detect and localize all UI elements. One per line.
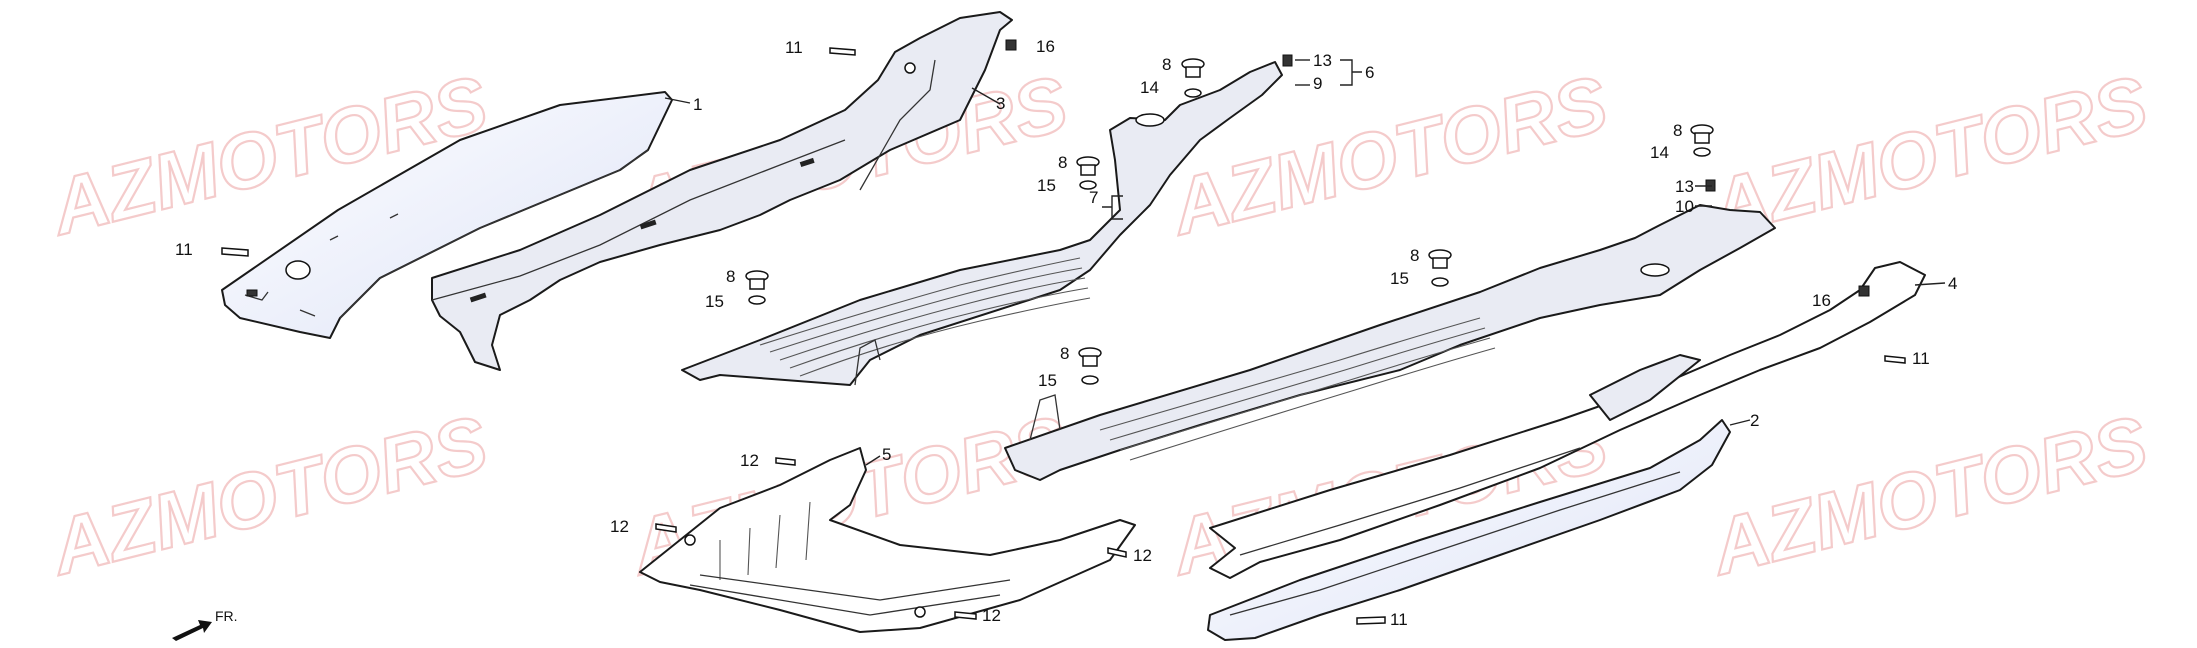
nut-icon: [1432, 257, 1448, 269]
callout-number: 14: [1140, 78, 1159, 97]
watermark-text: AZMOTORS: [1701, 398, 2156, 591]
callout-number: 15: [1037, 176, 1056, 195]
screw-icon: [1884, 355, 1906, 364]
screw-icon: [221, 247, 249, 257]
direction-label: FR.: [215, 608, 238, 624]
callout-number: 5: [882, 445, 891, 464]
callout-number: 15: [1038, 371, 1057, 390]
nut-icon: [1185, 66, 1201, 78]
clip-icon: [1005, 39, 1017, 51]
callout-number: 15: [1390, 269, 1409, 288]
callout-labels: 1 2 3 4 5 6 7 8 8 8 8 8 8 9 10 11 11 11 …: [175, 37, 1957, 629]
nut-icon: [1081, 375, 1099, 385]
callout-number: 3: [996, 94, 1005, 113]
callout-number: 2: [1750, 411, 1759, 430]
nut-icon: [1431, 277, 1449, 287]
nut-icon: [1694, 132, 1710, 144]
front-direction-indicator: FR.: [172, 608, 238, 641]
callout-number: 11: [175, 240, 193, 259]
callout-number: 15: [705, 292, 724, 311]
screw-icon: [1107, 547, 1127, 558]
watermark-text: AZMOTORS: [41, 398, 496, 591]
callout-number: 8: [1410, 246, 1419, 265]
nut-icon: [1080, 164, 1096, 176]
screw-icon: [954, 611, 977, 620]
callout-number: 10: [1675, 197, 1694, 216]
callout-number: 7: [1089, 188, 1098, 207]
clip-icon: [1282, 54, 1293, 67]
callout-number: 16: [1812, 291, 1831, 310]
callout-number: 8: [1058, 153, 1067, 172]
nut-icon: [748, 295, 766, 305]
nut-icon: [1693, 147, 1711, 157]
part-4-lower-rail: [1209, 261, 1926, 579]
callout-number: 12: [982, 606, 1001, 625]
callout-number: 12: [610, 517, 629, 536]
callout-number: 8: [1162, 55, 1171, 74]
callout-number: 8: [1673, 121, 1682, 140]
callout-number: 8: [726, 267, 735, 286]
screw-icon: [655, 523, 677, 533]
callout-number: 16: [1036, 37, 1055, 56]
callout-number: 11: [785, 38, 803, 57]
part-6-floor-panel-upper: [681, 61, 1283, 386]
part-5-undercover: [639, 447, 1136, 633]
callout-number: 13: [1313, 51, 1332, 70]
part-3-inner-cover: [431, 11, 1013, 371]
callout-number: 9: [1313, 74, 1322, 93]
screw-icon: [1356, 616, 1386, 625]
part-1-side-cover: [221, 91, 673, 339]
arrow-icon: [172, 620, 212, 641]
leader-lines: [664, 59, 1946, 466]
callout-number: 11: [1912, 349, 1930, 368]
callout-number: 13: [1675, 177, 1694, 196]
screw-icon: [829, 47, 856, 56]
callout-number: 14: [1650, 143, 1669, 162]
callout-number: 12: [740, 451, 759, 470]
clip-icon: [1858, 285, 1870, 297]
part-2-skirt: [1207, 419, 1731, 641]
callout-number: 6: [1365, 63, 1374, 82]
nut-icon: [1184, 88, 1202, 98]
nut-icon: [749, 278, 765, 290]
nut-icon: [1079, 180, 1097, 190]
nut-icon: [1082, 355, 1098, 367]
callout-number: 1: [693, 95, 702, 114]
callout-number: 11: [1390, 610, 1408, 629]
callout-number: 8: [1060, 344, 1069, 363]
part-7-floor-panel-lower: [1004, 204, 1776, 481]
screw-icon: [775, 457, 796, 466]
callout-number: 4: [1948, 274, 1957, 293]
callout-number: 12: [1133, 546, 1152, 565]
